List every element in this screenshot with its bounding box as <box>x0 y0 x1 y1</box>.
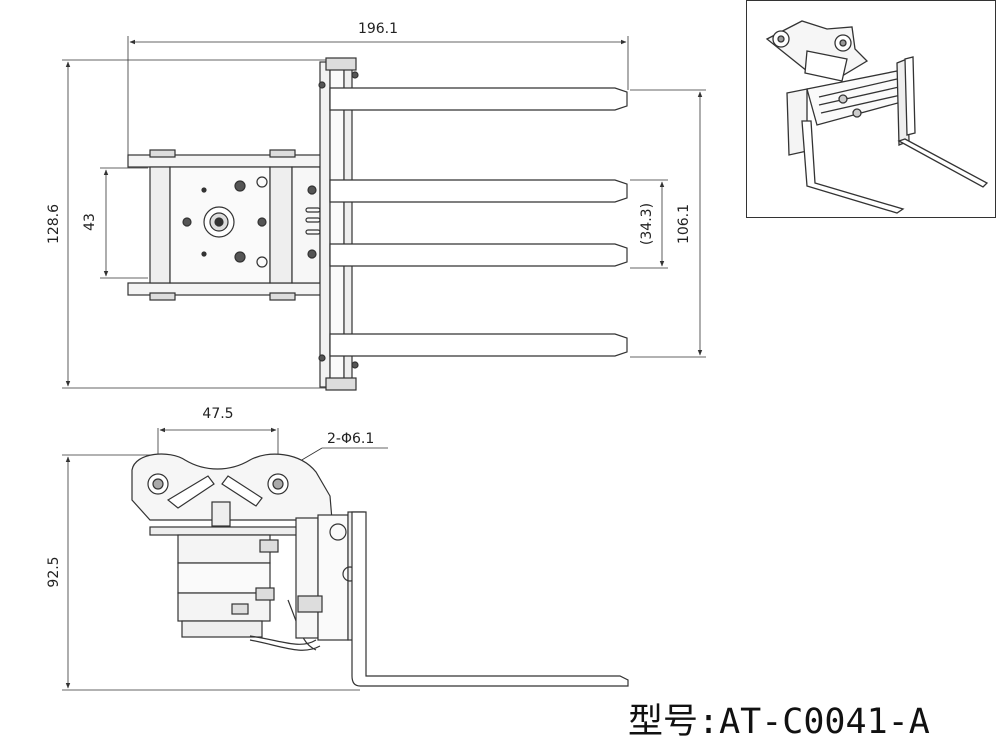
dim-fork-gap-label: (34.3) <box>639 203 655 245</box>
dim-overall-width: 196.1 <box>127 21 629 155</box>
dim-side-height-label: 92.5 <box>46 556 62 587</box>
dim-overall-height-label: 128.6 <box>46 204 62 244</box>
side-bracket-plate <box>131 453 333 536</box>
fork-tines <box>329 87 628 357</box>
dim-fork-span: 106.1 <box>630 89 706 358</box>
side-fork <box>351 511 629 687</box>
dim-body-height-label: 43 <box>82 213 98 231</box>
servo-bracket-top <box>127 149 334 301</box>
dim-hole-spacing-label: 47.5 <box>202 406 233 422</box>
dim-fork-span-label: 106.1 <box>676 204 692 244</box>
hole-callout-label: 2-Φ6.1 <box>327 431 374 447</box>
dim-side-height: 92.5 <box>46 454 360 691</box>
dim-body-height: 43 <box>82 167 148 279</box>
dim-fork-gap: (34.3) <box>630 179 668 269</box>
model-number-label: 型号:AT-C0041-A <box>628 702 930 742</box>
top-view: 196.1 128.6 43 (34.3) 106.1 <box>46 21 706 391</box>
dim-overall-height: 128.6 <box>46 59 330 389</box>
isometric-view-frame <box>746 0 996 218</box>
dim-overall-width-label: 196.1 <box>358 21 398 37</box>
fork-carriage <box>318 57 359 391</box>
side-view: 47.5 2-Φ6.1 92.5 <box>46 406 629 691</box>
side-servo <box>177 534 321 651</box>
isometric-view <box>765 20 989 214</box>
